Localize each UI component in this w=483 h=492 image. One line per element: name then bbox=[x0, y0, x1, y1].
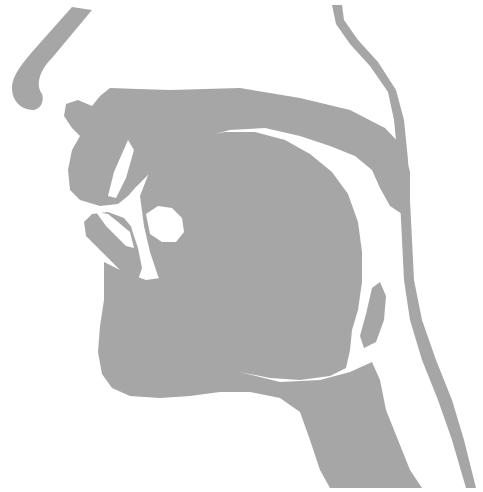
nose-shape bbox=[12, 7, 92, 110]
epiglottis-shape bbox=[360, 282, 386, 348]
